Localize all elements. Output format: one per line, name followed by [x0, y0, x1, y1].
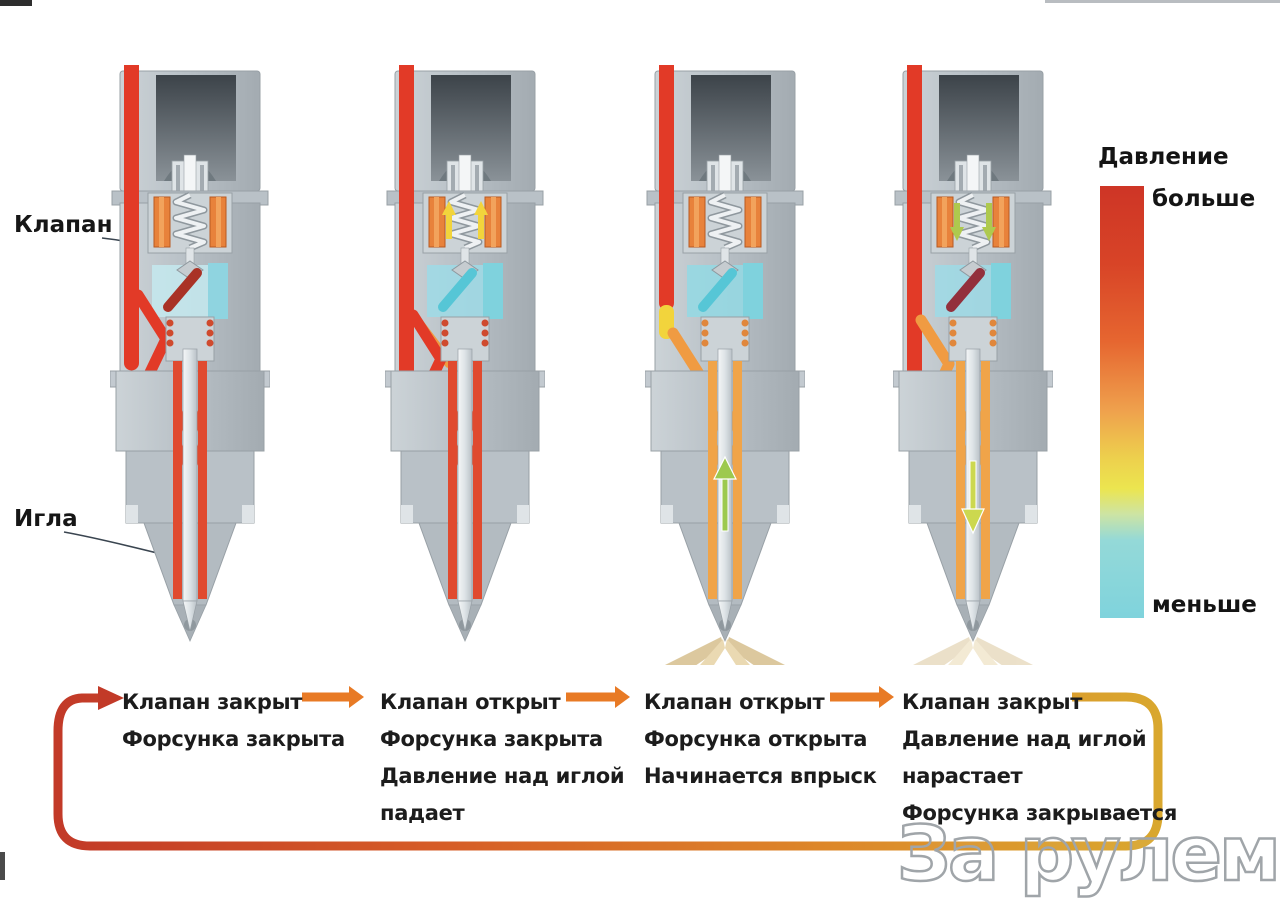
scan-artifact — [0, 852, 5, 880]
legend-less-label: меньше — [1152, 592, 1257, 618]
stage-2-line: Клапан открыт — [380, 690, 561, 714]
cycle-arrowhead — [98, 686, 124, 710]
needle-label: Игла — [14, 506, 78, 532]
stage-2-line: Давление над иглой — [380, 764, 625, 788]
stage-1-caption: Клапан закрыт Форсунка закрыта — [122, 684, 345, 758]
stage-4-line: Клапан закрыт — [902, 690, 1083, 714]
injector-diagram-stage-1 — [110, 65, 270, 642]
scan-artifact — [0, 0, 32, 6]
injector-diagram-stage-4 — [893, 65, 1053, 665]
stage-3-caption: Клапан открыт Форсунка открыта Начинаетс… — [644, 684, 877, 795]
scan-artifact — [1045, 0, 1280, 3]
valve-label: Клапан — [14, 212, 113, 238]
stage-arrowhead — [349, 686, 364, 708]
stage-3-line: Начинается впрыск — [644, 764, 877, 788]
pressure-gradient-bar — [1100, 186, 1144, 618]
stage-3-line: Форсунка открыта — [644, 727, 868, 751]
stage-arrowhead — [879, 686, 894, 708]
za-rulem-watermark: За рулем — [896, 808, 1280, 900]
stage-arrow — [566, 692, 615, 702]
stage-arrowhead — [615, 686, 630, 708]
stage-3-line: Клапан открыт — [644, 690, 825, 714]
stage-arrow — [830, 692, 879, 702]
stage-2-line: падает — [380, 801, 465, 825]
stage-4-line: Давление над иглой — [902, 727, 1147, 751]
stage-4-line: нарастает — [902, 764, 1023, 788]
stage-arrow — [302, 692, 349, 702]
fuel-spray — [665, 637, 785, 665]
injector-diagram-stage-3 — [645, 65, 805, 665]
stage-1-line: Форсунка закрыта — [122, 727, 345, 751]
stage-1-line: Клапан закрыт — [122, 690, 303, 714]
stage-4-line: Форсунка закрывается — [902, 801, 1178, 825]
injector-diagram-stage-2 — [385, 65, 545, 642]
stage-2-caption: Клапан открыт Форсунка закрыта Давление … — [380, 684, 625, 832]
fuel-spray — [913, 637, 1033, 665]
legend-title: Давление — [1098, 144, 1229, 170]
stage-2-line: Форсунка закрыта — [380, 727, 603, 751]
stage-4-caption: Клапан закрыт Давление над иглой нараста… — [902, 684, 1177, 832]
legend-more-label: больше — [1152, 186, 1256, 212]
